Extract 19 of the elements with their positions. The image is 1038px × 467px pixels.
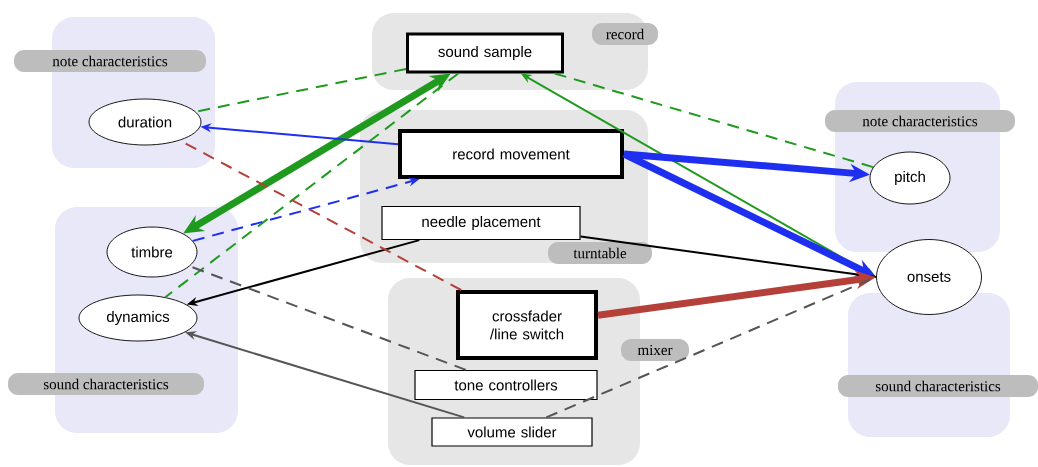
process-box: record movement bbox=[398, 129, 624, 179]
ellipse-node: dynamics bbox=[78, 294, 198, 342]
group-panel bbox=[838, 293, 1038, 437]
heading-tag: note characteristics bbox=[14, 50, 206, 72]
heading-tag: sound characteristics bbox=[838, 375, 1038, 397]
process-box: crossfader /line switch bbox=[456, 290, 598, 360]
process-box: tone controllers bbox=[414, 369, 598, 401]
heading-tag: note characteristics bbox=[825, 110, 1015, 132]
process-box: sound sample bbox=[406, 32, 564, 74]
ellipse-node: onsets bbox=[876, 239, 982, 315]
ellipse-node: duration bbox=[88, 98, 202, 146]
heading-tag: record bbox=[592, 23, 658, 45]
heading-tag: sound characteristics bbox=[8, 373, 204, 395]
heading-tag: mixer bbox=[621, 339, 689, 361]
process-box: needle placement bbox=[381, 205, 581, 241]
heading-tag: turntable bbox=[548, 242, 652, 264]
process-box: volume slider bbox=[431, 417, 593, 447]
ellipse-node: pitch bbox=[869, 151, 951, 205]
ellipse-node: timbre bbox=[106, 226, 198, 278]
